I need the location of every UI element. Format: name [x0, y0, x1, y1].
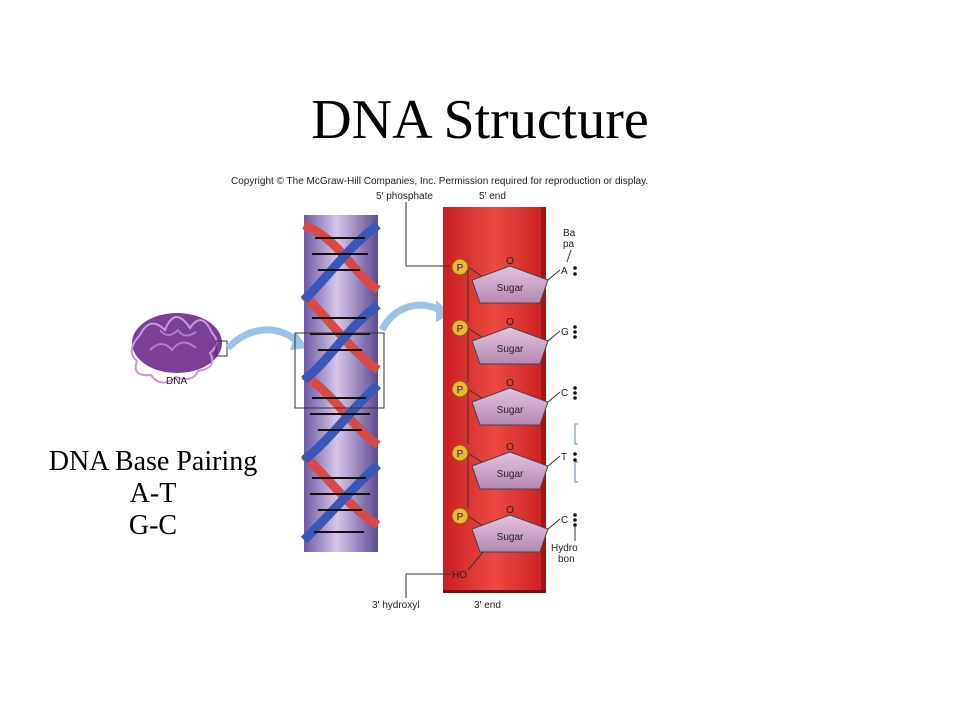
- base-letter: C: [561, 515, 568, 526]
- sugar-icon: [471, 451, 549, 490]
- five-prime-end-label: 5′ end: [479, 191, 506, 202]
- base-letter: T: [561, 452, 567, 463]
- base-pair-label-line-2: pa: [563, 239, 575, 250]
- nucleotide-chain: P O Sugar A P O Sugar G P O S: [451, 256, 577, 553]
- hydrogen-bond-label-line-1: Hydro: [551, 543, 578, 554]
- phosphate-icon: [451, 258, 469, 276]
- oxygen-symbol: O: [506, 505, 514, 516]
- oxygen-symbol: O: [506, 256, 514, 267]
- oxygen-symbol: O: [506, 442, 514, 453]
- phosphate-icon: [451, 380, 469, 398]
- double-helix: [294, 215, 385, 552]
- zoom-arrow-2: [378, 301, 442, 332]
- sugar-icon: [471, 514, 549, 553]
- phosphate-icon: [451, 444, 469, 462]
- base-letter: G: [561, 327, 569, 338]
- phosphate-symbol: P: [457, 263, 464, 274]
- base-pair-at: A-T: [129, 478, 177, 509]
- five-prime-phosphate-label: 5′ phosphate: [376, 191, 433, 202]
- oxygen-symbol: O: [506, 378, 514, 389]
- base-pair-gc: G-C: [128, 510, 178, 541]
- base-letter: C: [561, 388, 568, 399]
- sugar-label: Sugar: [497, 532, 524, 543]
- sugar-icon: [471, 326, 549, 365]
- phosphate-symbol: P: [457, 324, 464, 335]
- three-prime-end-label: 3′ end: [474, 600, 501, 611]
- zoom-arrow-1: [225, 326, 301, 351]
- nucleotide: P O Sugar T: [451, 442, 577, 508]
- base-pairing-heading: DNA Base Pairing: [48, 446, 258, 477]
- sugar-label: Sugar: [497, 344, 524, 355]
- nucleotide: P O Sugar A: [451, 256, 577, 322]
- oxygen-symbol: O: [506, 317, 514, 328]
- nucleotide: P O Sugar C: [451, 505, 577, 553]
- hydroxyl-label: HO: [452, 570, 467, 581]
- base-pair-label-line-1: Ba: [563, 228, 576, 239]
- nucleotide: P O Sugar C: [451, 378, 577, 444]
- sugar-icon: [471, 265, 549, 304]
- phosphate-icon: [451, 507, 469, 525]
- hydrogen-bond-label-line-2: bon: [558, 554, 575, 565]
- sugar-label: Sugar: [497, 405, 524, 416]
- base-letter: A: [561, 266, 568, 277]
- nucleotide: P O Sugar G: [451, 317, 577, 383]
- zoom-box: [294, 332, 385, 409]
- phosphate-symbol: P: [457, 385, 464, 396]
- slide-title: DNA Structure: [311, 89, 649, 151]
- dna-coil-illustration: [130, 313, 228, 384]
- phosphate-symbol: P: [457, 449, 464, 460]
- dna-blob-label: DNA: [166, 376, 187, 387]
- base-pairing-text: DNA Base Pairing A-T G-C: [24, 446, 282, 542]
- three-prime-hydroxyl-label: 3′ hydroxyl: [372, 600, 419, 611]
- phosphate-symbol: P: [457, 512, 464, 523]
- sugar-label: Sugar: [497, 283, 524, 294]
- sugar-label: Sugar: [497, 469, 524, 480]
- phosphate-icon: [451, 319, 469, 337]
- copyright-notice: Copyright © The McGraw-Hill Companies, I…: [231, 176, 649, 187]
- sugar-icon: [471, 387, 549, 426]
